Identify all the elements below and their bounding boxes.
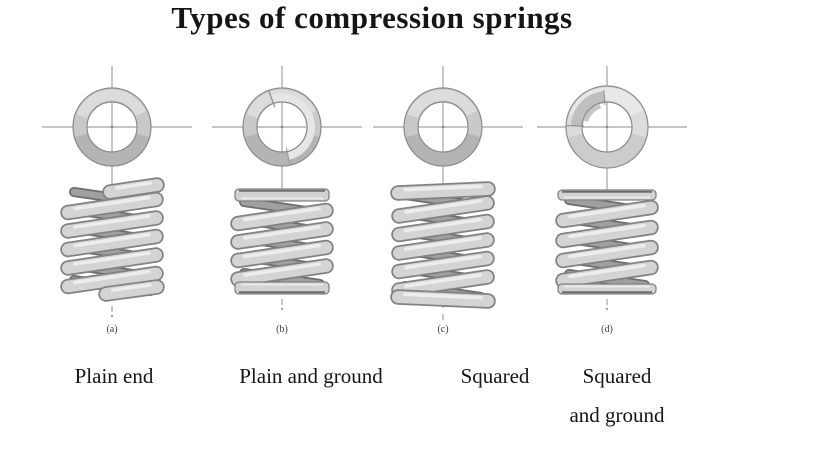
figure-letter: (b) xyxy=(276,324,288,335)
figure-caption-line: Squared xyxy=(460,364,530,388)
figure-caption: Squared and ground xyxy=(525,357,709,435)
figure-caption: Squared xyxy=(403,357,587,396)
top-view-ring xyxy=(565,85,649,169)
side-view-coil xyxy=(555,189,659,295)
figure-caption: Plain and ground xyxy=(219,357,403,396)
top-view-ring xyxy=(72,87,152,167)
top-view-ring xyxy=(242,87,322,167)
figure-caption: Plain end xyxy=(22,357,206,396)
figure-caption-line: Plain and ground xyxy=(239,364,383,388)
spring-drawing-b xyxy=(212,66,362,311)
spring-drawing-d xyxy=(537,66,687,311)
top-view-ring xyxy=(403,87,483,167)
diagram-title: Types of compression springs xyxy=(171,0,573,35)
figure-caption-line: Plain end xyxy=(74,364,154,388)
figure-caption-line: Squared xyxy=(582,364,652,388)
side-view-coil xyxy=(390,181,496,309)
figure-letter: (a) xyxy=(106,324,118,335)
spring-drawing-a xyxy=(42,66,192,318)
side-view-coil xyxy=(230,188,334,295)
figure-caption-line: and ground xyxy=(569,403,665,427)
side-view-coil xyxy=(60,177,165,302)
spring-drawing-c xyxy=(373,66,523,320)
figure-letter: (c) xyxy=(437,324,449,335)
figure-letter: (d) xyxy=(601,324,613,335)
